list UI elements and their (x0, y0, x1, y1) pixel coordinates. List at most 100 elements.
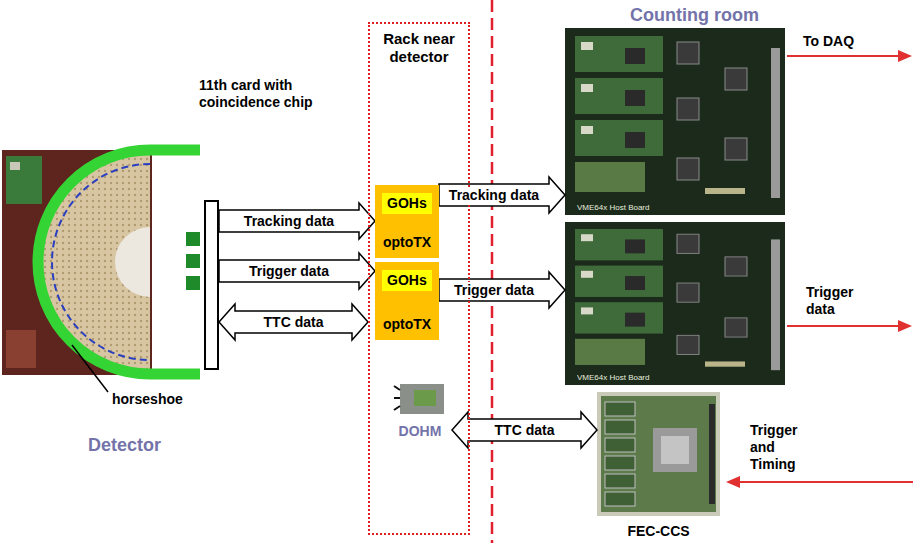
fec-card (605, 438, 635, 452)
pcb (565, 222, 785, 385)
chip (677, 283, 699, 302)
chip (677, 42, 699, 64)
fec-board-photo (597, 392, 720, 516)
component (581, 234, 593, 241)
detector-chip (10, 162, 20, 170)
chip (677, 98, 699, 120)
arrow-head (898, 50, 912, 62)
detector-texture (42, 154, 150, 370)
front-end-card (186, 276, 200, 290)
data-link-arrow (439, 177, 565, 213)
photo-background (597, 392, 720, 516)
readout-card: 11th card with coincidence chip (204, 200, 219, 370)
dohm-photo (394, 384, 444, 414)
connector (771, 48, 780, 198)
dohm-board: DOHM (388, 378, 452, 440)
note-label: Trigger and Timing (750, 422, 810, 473)
data-link-arrow (452, 412, 597, 448)
opto-transmitter: GOHs optoTX (375, 185, 439, 258)
component (581, 84, 593, 92)
component (705, 188, 745, 194)
node-text: VME64x Host Board (575, 373, 651, 383)
component (581, 271, 593, 278)
node-text: VME64x Host Board (575, 203, 651, 213)
fec-board: FEC-CCS (597, 392, 720, 540)
detector-plane (42, 154, 150, 370)
mezzanine-card (575, 120, 663, 156)
vme-board: VME64x Host Board (565, 222, 785, 385)
arrow-head (898, 320, 912, 332)
cable (394, 397, 400, 399)
edge-label: TTC data (493, 422, 557, 438)
note-label: Counting room (630, 4, 759, 26)
data-link-arrow (219, 253, 375, 289)
fec-card (605, 402, 635, 416)
chip (677, 158, 699, 180)
connector (709, 404, 715, 504)
fec-card (605, 456, 635, 470)
edge-label: Tracking data (447, 187, 541, 203)
horseshoe-band (38, 150, 200, 374)
front-end-card (186, 232, 200, 246)
mezzanine-card (575, 162, 645, 192)
connector (771, 239, 780, 370)
chip (677, 234, 699, 253)
detector-photo (2, 150, 200, 375)
mezzanine-slot (661, 436, 689, 464)
chip (625, 90, 645, 106)
front-end-card (186, 254, 200, 268)
chip (725, 318, 747, 337)
cable (394, 406, 400, 410)
node-text: FEC-CCS (597, 523, 720, 540)
data-link-arrow (439, 272, 565, 308)
mezzanine-slot (653, 428, 697, 472)
output-arrow (787, 325, 900, 327)
mezzanine-card (575, 266, 663, 297)
chip (625, 132, 645, 148)
detector-board (6, 156, 42, 204)
component (581, 42, 593, 50)
node-text: optoTX (375, 316, 439, 333)
node-text: DOHM (388, 423, 452, 440)
note-label: To DAQ (803, 33, 854, 50)
arrow-head (726, 476, 740, 488)
mezzanine-card (575, 339, 645, 365)
opto-transmitter: GOHsoptoTX (375, 262, 439, 340)
fec-card (605, 420, 635, 434)
red-arrows (726, 50, 913, 488)
chip (725, 68, 747, 90)
mezzanine-card (575, 36, 663, 72)
part-label: horseshoe (112, 391, 183, 408)
input-arrow (738, 481, 913, 483)
edge-label: TTC data (262, 314, 326, 330)
chip (625, 313, 645, 327)
node-text: 11th card with coincidence chip (199, 77, 339, 111)
chip (625, 239, 645, 253)
note-label: Trigger data (806, 284, 866, 318)
node-text: optoTX (375, 234, 439, 251)
goh-module: GOHs (382, 193, 432, 214)
detector-part (6, 330, 36, 368)
boundary-line (491, 0, 494, 543)
chip (677, 335, 699, 354)
note-label: Detector (88, 434, 161, 456)
pcb (565, 28, 785, 215)
vme-board: VME64x Host Board (565, 28, 785, 215)
component (705, 361, 745, 366)
mezzanine-card (575, 302, 663, 333)
data-link-arrow (219, 304, 368, 340)
node-text: Rack near detector (370, 30, 468, 66)
edge-label: Tracking data (242, 213, 336, 229)
chip (625, 48, 645, 64)
fec-card (605, 474, 635, 488)
chip (725, 257, 747, 276)
edge-label: Trigger data (247, 263, 331, 279)
dohm-card (414, 390, 436, 406)
component (581, 307, 593, 314)
fec-card (605, 492, 635, 506)
leader-line (72, 345, 108, 392)
output-arrow (787, 55, 900, 57)
mezzanine-card (575, 229, 663, 260)
component (581, 126, 593, 134)
